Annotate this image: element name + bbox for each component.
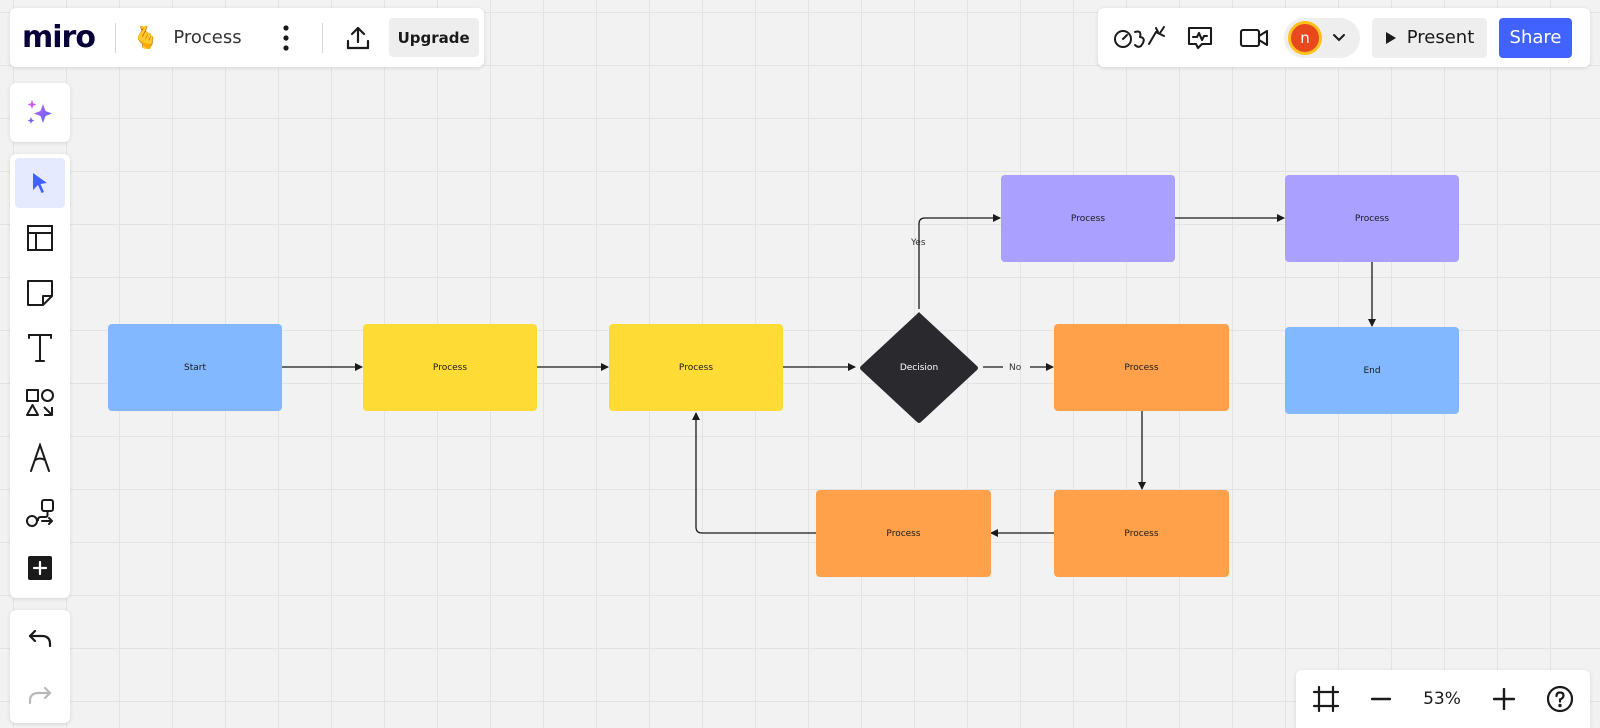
text-icon	[28, 334, 52, 362]
end-node[interactable]: End	[1285, 327, 1459, 414]
start-node[interactable]: Start	[108, 324, 282, 411]
reactions-icon[interactable]	[1112, 18, 1168, 58]
diagramming-tool[interactable]	[15, 488, 65, 538]
decision-diamond-shape	[860, 312, 978, 423]
yes-process-node-2[interactable]: Process	[1285, 175, 1459, 262]
creation-toolbar	[10, 154, 70, 598]
zoom-controls: 53%	[1296, 670, 1590, 728]
chevron-down-icon[interactable]	[1332, 33, 1346, 43]
sticky-note-tool[interactable]	[15, 268, 65, 318]
cursor-icon	[33, 173, 47, 193]
header-divider-2	[321, 22, 323, 53]
no-process-node-1[interactable]: Process	[1054, 324, 1229, 411]
decision-node[interactable]: Decision	[857, 310, 981, 426]
connector-decision-yes[interactable]	[918, 214, 1001, 309]
connector-no3-process2[interactable]	[692, 412, 816, 534]
templates-tool[interactable]	[15, 213, 65, 263]
sparkles-icon[interactable]	[25, 98, 55, 128]
shapes-tool[interactable]	[15, 378, 65, 428]
pen-tool[interactable]	[15, 433, 65, 483]
user-avatar[interactable]: n	[1288, 20, 1322, 55]
more-tools[interactable]	[15, 543, 65, 593]
history-panel	[10, 610, 70, 723]
undo-icon[interactable]	[27, 628, 53, 648]
share-button[interactable]: Share	[1499, 17, 1572, 58]
board-title[interactable]: Process	[173, 27, 242, 48]
upgrade-button[interactable]: Upgrade	[388, 18, 479, 57]
pen-icon	[30, 443, 50, 472]
text-tool[interactable]	[15, 323, 65, 373]
present-label: Present	[1406, 27, 1475, 48]
board-header: miro 🫰 Process Upgrade	[10, 8, 484, 67]
header-divider	[114, 22, 116, 53]
sticky-note-icon	[27, 280, 53, 306]
frame-icon[interactable]	[1312, 685, 1340, 713]
edge-label-no: No	[1009, 363, 1022, 373]
video-icon[interactable]	[1236, 18, 1272, 58]
process-node-1[interactable]: Process	[363, 324, 537, 411]
ai-panel	[10, 83, 70, 142]
play-icon	[1385, 31, 1396, 44]
no-process-node-2[interactable]: Process	[1054, 490, 1229, 577]
export-icon[interactable]	[343, 18, 373, 58]
plus-icon[interactable]	[1492, 688, 1515, 710]
shapes-icon	[26, 389, 54, 416]
collaboration-toolbar: n Present Share	[1098, 8, 1590, 67]
process-node-2[interactable]: Process	[609, 324, 783, 411]
miro-logo[interactable]: miro	[22, 20, 96, 55]
zoom-level[interactable]: 53%	[1423, 689, 1461, 709]
help-icon[interactable]	[1546, 685, 1574, 713]
board-emoji[interactable]: 🫰	[131, 24, 160, 50]
comment-icon[interactable]	[1182, 18, 1218, 58]
layout-icon	[27, 225, 53, 251]
decision-label: Decision	[899, 363, 939, 373]
present-button[interactable]: Present	[1372, 17, 1487, 58]
plus-square-icon	[28, 556, 52, 580]
redo-icon[interactable]	[27, 685, 53, 705]
user-menu[interactable]: n	[1284, 17, 1360, 58]
no-process-node-3[interactable]: Process	[816, 490, 991, 577]
more-options-icon[interactable]	[274, 18, 298, 58]
yes-process-node-1[interactable]: Process	[1001, 175, 1175, 262]
edge-label-yes: Yes	[910, 238, 926, 248]
select-tool[interactable]	[15, 158, 65, 208]
minus-icon[interactable]	[1371, 697, 1392, 701]
diagram-icon	[26, 499, 54, 527]
